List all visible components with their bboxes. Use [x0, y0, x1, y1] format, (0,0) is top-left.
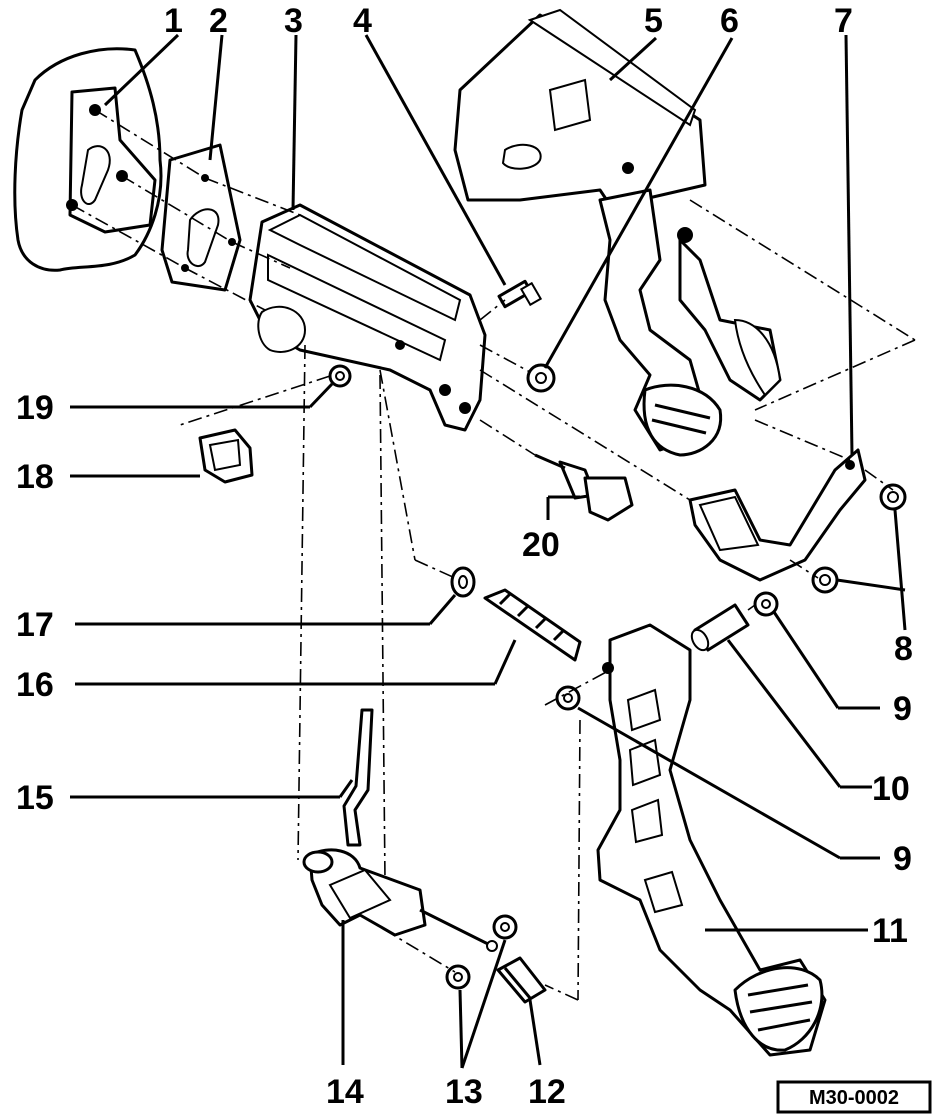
part-1-firewall-panel [13, 47, 163, 272]
callout-10: 10 [872, 770, 910, 808]
part-5-brake-pedal-assembly [453, 8, 782, 457]
reference-code-box: M30-0002 [776, 1080, 932, 1114]
callout-20: 20 [522, 526, 560, 564]
callout-17: 17 [16, 606, 54, 644]
reference-code-label: M30-0002 [809, 1087, 899, 1109]
callout-1: 1 [164, 2, 183, 40]
part-13-nut-upper [492, 914, 518, 940]
part-8-nut-upper [879, 483, 907, 511]
callout-9-lower: 9 [893, 840, 912, 878]
callout-8: 8 [894, 630, 913, 668]
callout-3: 3 [284, 2, 303, 40]
part-16-spring [483, 588, 582, 662]
callout-5: 5 [644, 2, 663, 40]
assembly-guide-lines [71, 109, 916, 1001]
callout-leader-lines [70, 33, 907, 1069]
part-17-retainer [450, 566, 476, 598]
callout-4: 4 [353, 2, 372, 40]
part-18-clip [198, 428, 254, 484]
callout-15: 15 [16, 779, 54, 817]
callout-7: 7 [834, 2, 853, 40]
callout-14: 14 [326, 1073, 364, 1111]
part-3-pedal-bracket [248, 203, 487, 432]
part-20-switch [534, 453, 634, 522]
part-12-sleeve [496, 956, 547, 1004]
callout-2: 2 [209, 2, 228, 40]
part-4-bolt [497, 279, 543, 309]
callout-19: 19 [16, 389, 54, 427]
part-14-master-cylinder [302, 848, 498, 952]
part-2-bracket-plate [160, 143, 242, 292]
callout-9-upper: 9 [893, 690, 912, 728]
callout-18: 18 [16, 458, 54, 496]
part-9-washer-lower [555, 685, 581, 711]
callout-13: 13 [445, 1073, 483, 1111]
part-9-washer-upper [753, 591, 779, 617]
part-8-nut-lower [811, 566, 839, 594]
part-19-nut [328, 364, 352, 388]
callout-6: 6 [720, 2, 739, 40]
part-13-nut-lower [445, 964, 471, 990]
callout-numbers: 1 2 3 4 5 6 7 8 9 10 9 11 12 13 14 15 16… [16, 2, 913, 1111]
callout-16: 16 [16, 666, 54, 704]
part-7-mounting-bracket [688, 448, 867, 582]
part-10-bushing [690, 603, 750, 652]
callout-12: 12 [528, 1073, 566, 1111]
part-6-nut [526, 363, 556, 393]
part-11-clutch-pedal [596, 623, 827, 1057]
callout-11: 11 [872, 912, 908, 950]
part-15-hose [342, 708, 374, 847]
